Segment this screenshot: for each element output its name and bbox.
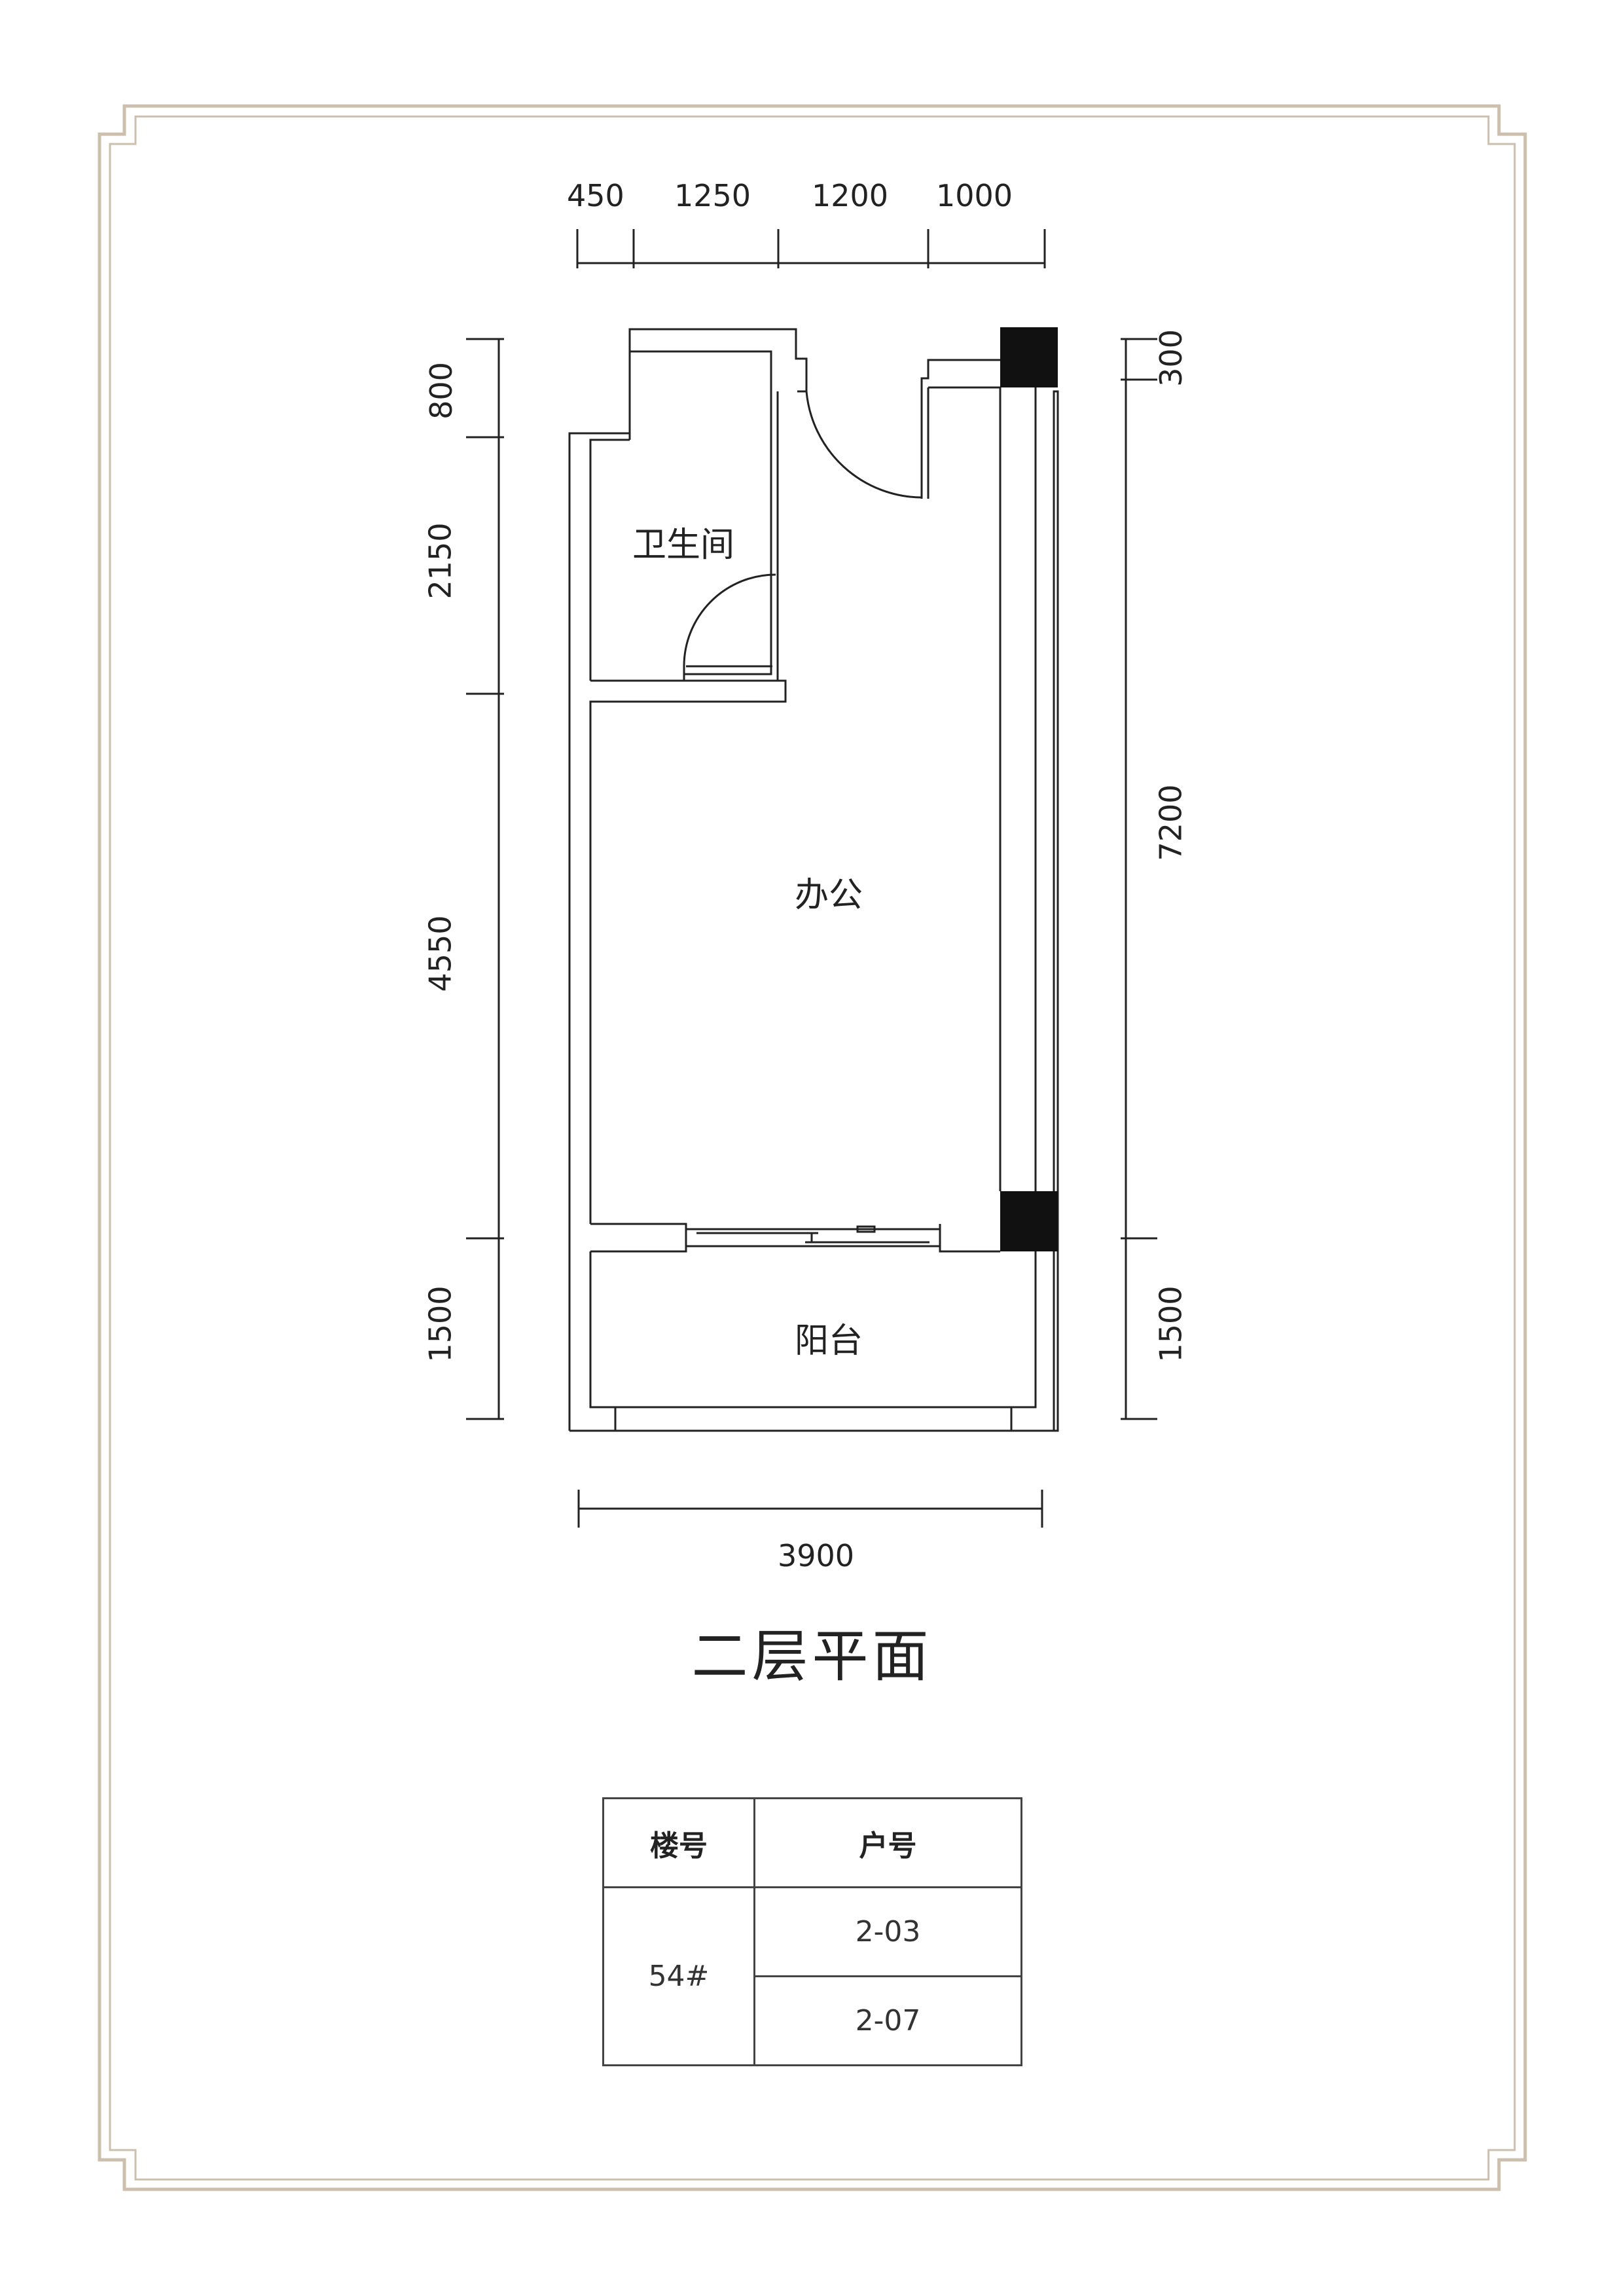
bottom-dimension-line [577,1490,1043,1528]
right-dimension-line [1121,338,1157,1420]
column-bottom-right [1000,1191,1058,1251]
column-top-right [1000,327,1058,387]
dim-right-3: 1500 [1153,1285,1189,1363]
unit-number: 2-07 [753,1975,1022,2066]
dim-top-4: 1000 [936,178,1013,213]
dim-right-1: 300 [1153,329,1189,387]
room-label-office: 办公 [795,876,863,915]
dim-top-1: 450 [567,178,624,213]
dim-left-1: 800 [423,362,459,420]
unit-table: 楼号 户号 54# 2-03 2-07 [602,1797,1022,2066]
bathroom-door-swing [683,573,776,674]
header-unit-no: 户号 [753,1797,1022,1888]
room-label-balcony: 阳台 [795,1321,863,1361]
room-label-bathroom: 卫生间 [632,526,735,565]
header-building-no: 楼号 [602,1797,755,1888]
dim-top-3: 1200 [812,178,889,213]
dim-left-3: 4550 [422,915,458,992]
table-header-row: 楼号 户号 [602,1797,1022,1888]
left-dimension-line [466,338,504,1420]
building-number: 54# [602,1886,755,2066]
dim-left-2: 2150 [422,522,458,600]
unit-number: 2-03 [753,1886,1022,1977]
table-row: 2-07 [604,1975,1022,2066]
dim-right-2: 7200 [1153,784,1189,861]
top-dimension-line [576,229,1046,268]
plan-title: 二层平面 [691,1624,933,1689]
table-row: 54# 2-03 [602,1886,1022,2066]
dim-bottom: 3900 [778,1538,855,1573]
entry-door-swing [805,391,922,499]
dim-left-4: 1500 [422,1285,458,1363]
dim-top-2: 1250 [674,178,751,213]
